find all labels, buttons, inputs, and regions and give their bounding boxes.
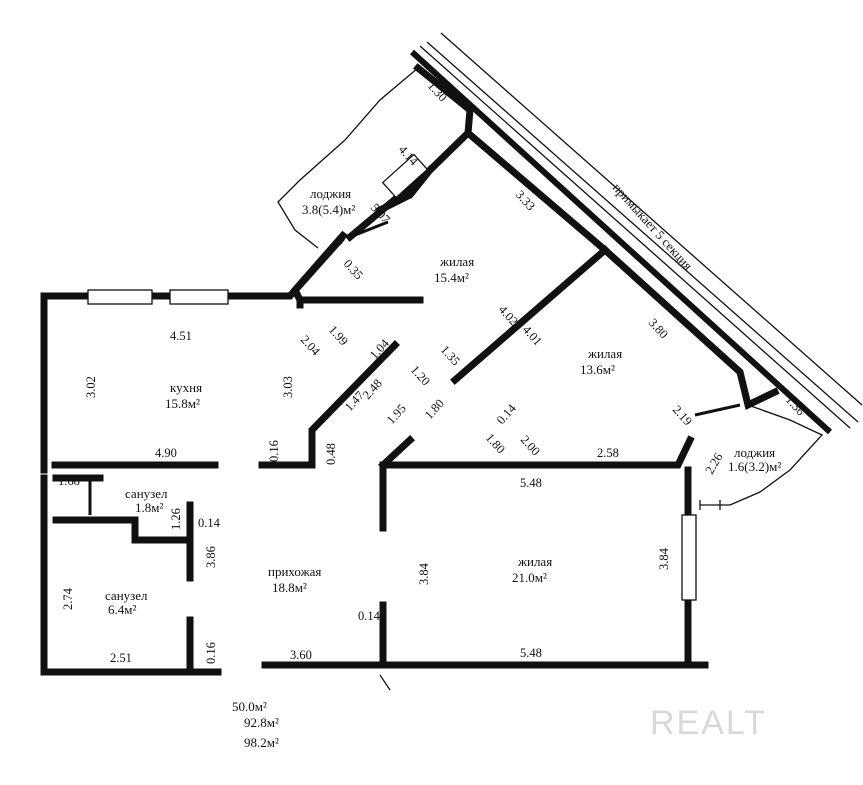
dim-label: 2.00 xyxy=(518,433,543,459)
dim-label: 1.99 xyxy=(326,323,351,349)
bath-small-area: 1.8м² xyxy=(135,500,163,515)
bath-small-name: санузел xyxy=(125,486,168,501)
adjoining-section-strip xyxy=(409,32,863,435)
dim-label: 1.80 xyxy=(422,396,447,422)
windows xyxy=(87,153,697,601)
dim-label: 3.80 xyxy=(646,316,671,342)
loggia-outlines xyxy=(277,67,824,510)
kitchen-name: кухня xyxy=(170,380,202,395)
dim-label: 3.84 xyxy=(657,547,671,570)
dim-label: 2.26 xyxy=(702,451,725,477)
living-top-area: 15.4м² xyxy=(434,270,469,285)
dim-label: 0.16 xyxy=(267,440,281,462)
dim-label: 1.04 xyxy=(367,336,393,362)
dim-label: 0.14 xyxy=(198,516,221,530)
dim-label: 0.35 xyxy=(341,257,366,283)
kitchen-area: 15.8м² xyxy=(165,396,200,411)
loggia-right-name: лоджия xyxy=(734,445,775,460)
dim-label: 3.60 xyxy=(290,648,312,662)
dim-label: 4.90 xyxy=(155,446,177,460)
dim-label: 3.03 xyxy=(281,376,295,398)
dim-label: 0.16 xyxy=(204,642,218,664)
total-area: 92.8м² xyxy=(244,715,279,730)
dim-label: 2.51 xyxy=(110,651,132,665)
dim-label: 2.04 xyxy=(298,333,324,359)
dim-label: 3.86 xyxy=(204,546,218,568)
bath-large-name: санузел xyxy=(105,588,148,603)
living-bottom-area: 21.0м² xyxy=(512,570,547,585)
living-right-name: жилая xyxy=(587,346,622,361)
hall-name: прихожая xyxy=(268,564,321,579)
dim-label: 1.80 xyxy=(483,431,508,457)
dim-label: 0.14 xyxy=(358,609,381,623)
door-leaves xyxy=(88,220,741,691)
dim-label: 4.01 xyxy=(520,323,545,349)
dim-label: 0.48 xyxy=(324,443,338,465)
loggia-top-area: 3.8(5.4)м² xyxy=(302,202,355,217)
bath-large-area: 6.4м² xyxy=(108,602,136,617)
loggia-right-area: 1.6(3.2)м² xyxy=(728,459,781,474)
dim-label: 5.48 xyxy=(520,646,542,660)
dim-label: 1.26 xyxy=(169,508,183,530)
dim-label: 3.84 xyxy=(417,562,431,585)
dim-label: 1.35 xyxy=(438,343,463,369)
living-bottom-name: жилая xyxy=(517,554,552,569)
area-totals: 50.0м² 92.8м² 98.2м² xyxy=(232,699,279,750)
dim-label: 3.02 xyxy=(84,376,98,398)
dim-label: 2.74 xyxy=(61,587,75,610)
dim-label: 4.51 xyxy=(170,329,192,343)
dim-label: 1.68 xyxy=(58,474,80,488)
dim-label: 2.58 xyxy=(597,446,619,460)
realt-watermark: REALT xyxy=(650,704,767,742)
walls xyxy=(40,63,780,676)
living-top-name: жилая xyxy=(439,254,474,269)
total-living-area: 50.0м² xyxy=(232,699,267,714)
loggia-top-name: лоджия xyxy=(310,186,351,201)
living-right-area: 13.6м² xyxy=(580,362,615,377)
total-area-with-loggias: 98.2м² xyxy=(244,735,279,750)
dim-label: 2.19 xyxy=(670,403,695,429)
hall-area: 18.8м² xyxy=(272,580,307,595)
dim-label: 1.95 xyxy=(384,401,409,427)
dim-label: 0.14 xyxy=(494,401,520,427)
dim-label: 5.48 xyxy=(520,476,542,490)
dim-label: 1.20 xyxy=(408,363,433,389)
